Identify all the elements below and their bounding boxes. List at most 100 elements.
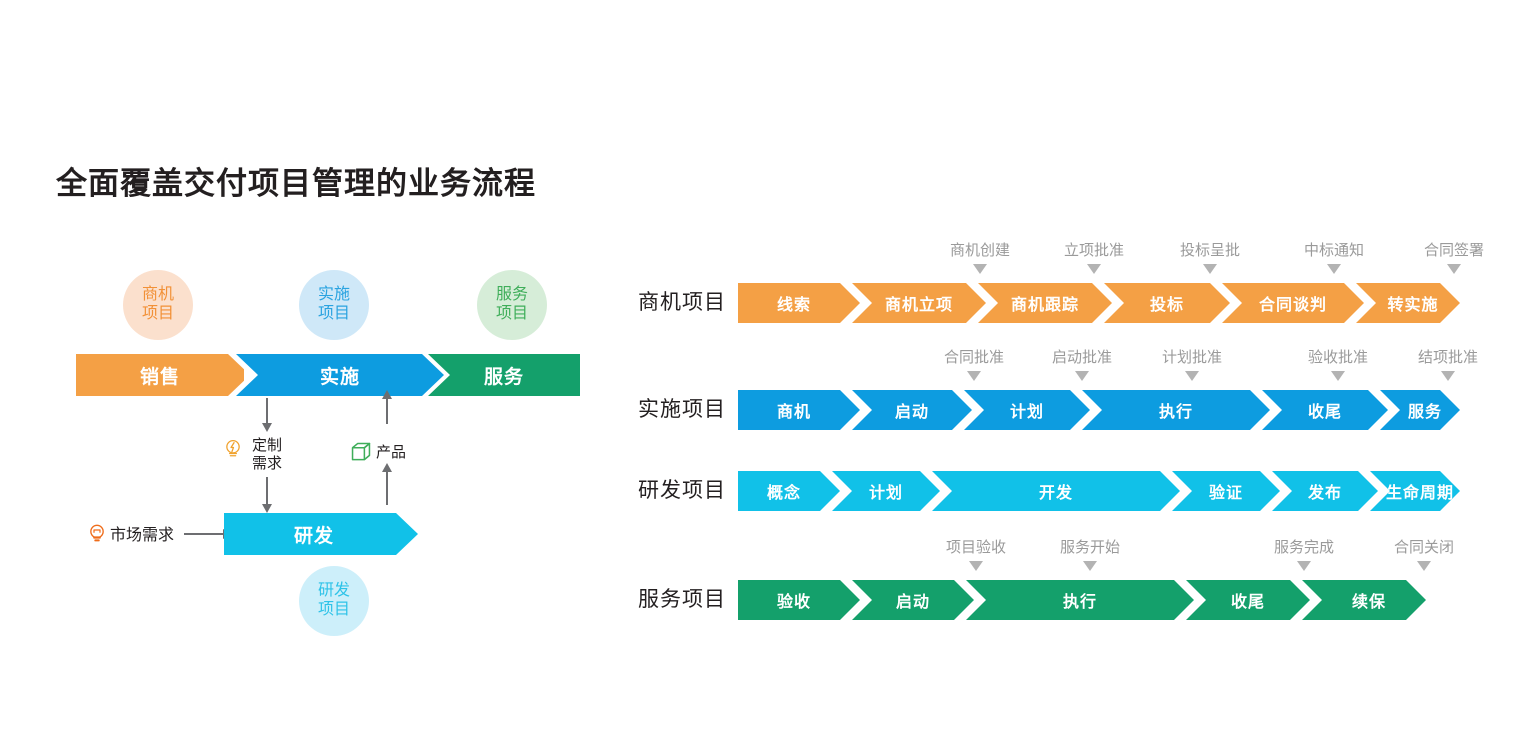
- implementation-flow-segment-label-1: 启动: [894, 404, 929, 421]
- service-flow-segment-3[interactable]: 收尾: [1186, 580, 1310, 620]
- opportunity-flow-annotation-1: 立项批准: [1063, 242, 1125, 259]
- stage-implementation-label: 实施: [319, 366, 360, 388]
- stage-rd-label: 研发: [293, 525, 334, 547]
- page-title: 全面覆盖交付项目管理的业务流程: [56, 166, 536, 201]
- service-flow-label: 服务项目: [638, 588, 726, 611]
- rd-flow-segment-label-3: 验证: [1208, 485, 1243, 502]
- rd-flow-bar: 概念 计划 开发 验证 发布 生命周期: [738, 471, 1460, 511]
- service-flow-segment-0[interactable]: 验收: [738, 580, 860, 620]
- opportunity-flow-segment-label-1: 商机立项: [884, 297, 953, 314]
- service-flow-segment-label-0: 验收: [776, 594, 811, 611]
- rd-flow-segment-0[interactable]: 概念: [738, 471, 840, 511]
- stage-service-label: 服务: [483, 366, 524, 388]
- bubble-opportunity-line2: 项目: [141, 305, 174, 322]
- bubble-service-line2: 项目: [495, 305, 528, 322]
- arrow-market-to-rd: [184, 529, 232, 539]
- bubble-service-project: 服务 项目: [477, 270, 547, 340]
- opportunity-flow-annotation-marker-3: [1327, 264, 1341, 274]
- implementation-flow-annotation-0: 合同批准: [943, 349, 1005, 366]
- rd-flow-segment-1[interactable]: 计划: [832, 471, 940, 511]
- opportunity-flow-bar: 线索 商机立项 商机跟踪 投标 合同谈判 转实施: [738, 283, 1460, 323]
- implementation-flow-segment-label-4: 收尾: [1307, 404, 1342, 421]
- rd-flow-segment-2[interactable]: 开发: [932, 471, 1180, 511]
- implementation-flow-segment-5[interactable]: 服务: [1380, 390, 1460, 430]
- implementation-flow-segment-3[interactable]: 执行: [1082, 390, 1270, 430]
- implementation-flow-annotation-2: 计划批准: [1161, 349, 1223, 366]
- service-flow-segment-4[interactable]: 续保: [1302, 580, 1426, 620]
- implementation-flow-annotation-1: 启动批准: [1051, 349, 1113, 366]
- opportunity-flow-annotation-marker-2: [1203, 264, 1217, 274]
- rd-flow-segment-label-0: 概念: [766, 485, 801, 502]
- opportunity-flow-annotation-0: 商机创建: [949, 242, 1011, 259]
- opportunity-flow-segment-label-3: 投标: [1149, 297, 1184, 314]
- arrow-rd-to-product: [382, 463, 392, 505]
- implementation-flow-annotation-4: 结项批准: [1417, 349, 1479, 366]
- rd-flow-segment-3[interactable]: 验证: [1172, 471, 1280, 511]
- bubble-opportunity-project: 商机 项目: [123, 270, 193, 340]
- label-custom-demand-line1: 定制: [252, 437, 283, 454]
- arrow-custom-to-rd: [262, 477, 272, 513]
- implementation-flow-segment-label-2: 计划: [1009, 404, 1044, 421]
- bubble-rd-line1: 研发: [317, 582, 350, 600]
- opportunity-flow-annotation-4: 合同签署: [1423, 242, 1485, 259]
- bubble-rd-project: 研发 项目: [299, 566, 369, 636]
- opportunity-flow-segment-3[interactable]: 投标: [1104, 283, 1230, 323]
- service-flow-annotation-marker-0: [969, 561, 983, 571]
- opportunity-flow-segment-label-4: 合同谈判: [1258, 297, 1327, 314]
- service-flow-segment-label-3: 收尾: [1230, 594, 1265, 611]
- stage-service[interactable]: 服务: [428, 354, 580, 396]
- rd-flow-segment-label-4: 发布: [1307, 485, 1342, 502]
- rd-flow-label: 研发项目: [638, 479, 726, 502]
- implementation-flow-annotation-marker-0: [967, 371, 981, 381]
- implementation-flow-annotation-marker-1: [1075, 371, 1089, 381]
- service-flow-annotation-marker-1: [1083, 561, 1097, 571]
- opportunity-flow-segment-label-2: 商机跟踪: [1010, 297, 1079, 314]
- stage-rd[interactable]: 研发: [224, 513, 418, 555]
- bubble-rd-line2: 项目: [317, 601, 350, 618]
- implementation-flow-segment-0[interactable]: 商机: [738, 390, 860, 430]
- rd-flow-segment-4[interactable]: 发布: [1272, 471, 1378, 511]
- opportunity-flow-annotation-3: 中标通知: [1303, 242, 1365, 259]
- bubble-service-line1: 服务: [495, 286, 528, 304]
- service-flow-annotation-marker-2: [1297, 561, 1311, 571]
- implementation-flow-annotation-3: 验收批准: [1307, 349, 1369, 366]
- implementation-flow-segment-1[interactable]: 启动: [852, 390, 972, 430]
- rd-flow-segment-label-2: 开发: [1038, 485, 1073, 502]
- label-market-demand: 市场需求: [110, 527, 175, 544]
- bubble-opportunity-line1: 商机: [141, 286, 174, 304]
- label-custom-demand-line2: 需求: [252, 455, 283, 472]
- opportunity-flow-segment-4[interactable]: 合同谈判: [1222, 283, 1364, 323]
- arrow-product-to-implementation: [382, 390, 392, 424]
- bubble-implementation-line1: 实施: [317, 286, 350, 304]
- implementation-flow-label: 实施项目: [638, 398, 726, 421]
- opportunity-flow-segment-1[interactable]: 商机立项: [852, 283, 986, 323]
- service-flow-segment-1[interactable]: 启动: [852, 580, 974, 620]
- opportunity-flow-segment-0[interactable]: 线索: [738, 283, 860, 323]
- rd-flow-segment-5[interactable]: 生命周期: [1370, 471, 1460, 511]
- service-flow-bar: 验收 启动 执行 收尾 续保: [738, 580, 1428, 620]
- service-flow-annotation-3: 合同关闭: [1393, 539, 1455, 556]
- stage-implementation[interactable]: 实施: [236, 354, 444, 396]
- opportunity-flow-segment-label-0: 线索: [776, 297, 811, 314]
- service-flow-segment-2[interactable]: 执行: [966, 580, 1194, 620]
- stage-sales-label: 销售: [139, 366, 180, 388]
- left-value-chain-diagram: 商机 项目 实施 项目 服务 项目 研发 项目 销售 实施 服务: [0, 0, 620, 735]
- implementation-flow-segment-4[interactable]: 收尾: [1262, 390, 1388, 430]
- lightbulb-icon: [226, 439, 240, 457]
- opportunity-flow-annotation-marker-0: [973, 264, 987, 274]
- bubble-implementation-project: 实施 项目: [299, 270, 369, 340]
- opportunity-flow-label: 商机项目: [638, 291, 726, 314]
- implementation-flow-segment-2[interactable]: 计划: [964, 390, 1090, 430]
- value-chain-bar: 销售 实施 服务: [76, 354, 580, 396]
- label-custom-demand: 定制 需求: [252, 437, 282, 473]
- implementation-flow-segment-label-0: 商机: [776, 404, 811, 421]
- rd-flow-segment-label-1: 计划: [868, 485, 903, 502]
- implementation-flow-segment-label-3: 执行: [1158, 404, 1193, 421]
- stage-sales[interactable]: 销售: [76, 354, 244, 396]
- opportunity-flow-annotation-2: 投标呈批: [1179, 242, 1241, 259]
- opportunity-flow-segment-5[interactable]: 转实施: [1356, 283, 1460, 323]
- opportunity-flow-segment-2[interactable]: 商机跟踪: [978, 283, 1112, 323]
- service-flow-segment-label-2: 执行: [1062, 594, 1097, 611]
- arrow-implementation-to-custom: [262, 398, 272, 432]
